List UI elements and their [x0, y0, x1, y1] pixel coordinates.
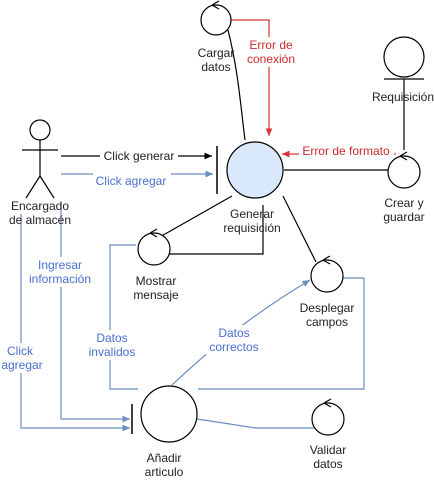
- control-generar-requisicion[interactable]: [216, 141, 284, 199]
- crear-guardar-label-2: guardar: [383, 210, 424, 224]
- mostrar-mensaje-label-2: mensaje: [133, 288, 179, 302]
- actor-label: Encargado: [11, 199, 69, 213]
- mostrar-mensaje-label: Mostrar: [136, 274, 177, 288]
- generar-label: Generar: [230, 207, 274, 221]
- datos-invalidos-label: Datos: [96, 331, 127, 345]
- datos-invalidos-label-2: invalidos: [89, 345, 136, 359]
- entity-requisicion[interactable]: [383, 36, 425, 80]
- edge-click-agregar-left: [20, 214, 130, 432]
- edge-desplegar-to-anadir: [198, 277, 365, 390]
- edge-datos-invalidos: [109, 244, 138, 390]
- actor-label-2: de almacén: [9, 213, 71, 227]
- error-formato-label: Error de formato: [302, 144, 390, 158]
- validar-datos-label: Validar: [310, 443, 346, 457]
- edge-ingresar-informacion: [60, 202, 130, 423]
- edge-generar-loop: [160, 205, 264, 255]
- actor-encargado[interactable]: [22, 119, 58, 199]
- anadir-articulo-label-2: articulo: [145, 465, 184, 479]
- edge-cargar-to-generar: [227, 29, 246, 141]
- edge-anadir-to-validar: [196, 418, 318, 429]
- edge-error-conexion: [229, 19, 273, 136]
- ingresar-informacion-label-2: información: [29, 272, 91, 286]
- error-conexion-label-2: conexión: [247, 52, 295, 66]
- click-agregar-top-label: Click agregar: [96, 174, 167, 188]
- cargar-datos-label-2: datos: [201, 60, 230, 74]
- generar-label-2: requisición: [223, 221, 280, 235]
- error-conexion-label: Error de: [249, 38, 293, 52]
- desplegar-campos-label: Desplegar: [300, 301, 355, 315]
- control-mostrar-mensaje[interactable]: [137, 228, 171, 266]
- requisicion-label: Requisición: [372, 90, 434, 104]
- datos-correctos-label-2: correctos: [209, 340, 258, 354]
- click-generar-label: Click generar: [104, 149, 175, 163]
- datos-correctos-label: Datos: [218, 326, 249, 340]
- control-validar-datos[interactable]: [311, 398, 345, 436]
- crear-guardar-label: Crear y: [384, 196, 423, 210]
- anadir-articulo-label: Añadir: [147, 451, 182, 465]
- desplegar-campos-label-2: campos: [306, 315, 348, 329]
- control-cargar-datos[interactable]: [200, 0, 232, 36]
- boundary-anadir-articulo[interactable]: [131, 385, 198, 443]
- cargar-datos-label: Cargar: [198, 46, 235, 60]
- click-agregar-left-label: Click: [7, 344, 34, 358]
- edge-generar-to-mostrar: [157, 195, 233, 239]
- edge-generar-to-desplegar: [282, 195, 317, 263]
- click-agregar-left-label-2: agregar: [1, 358, 42, 372]
- ingresar-informacion-label: Ingresar: [38, 258, 82, 272]
- control-desplegar-campos[interactable]: [310, 255, 344, 293]
- control-crear-guardar[interactable]: [387, 151, 421, 189]
- validar-datos-label-2: datos: [313, 457, 342, 471]
